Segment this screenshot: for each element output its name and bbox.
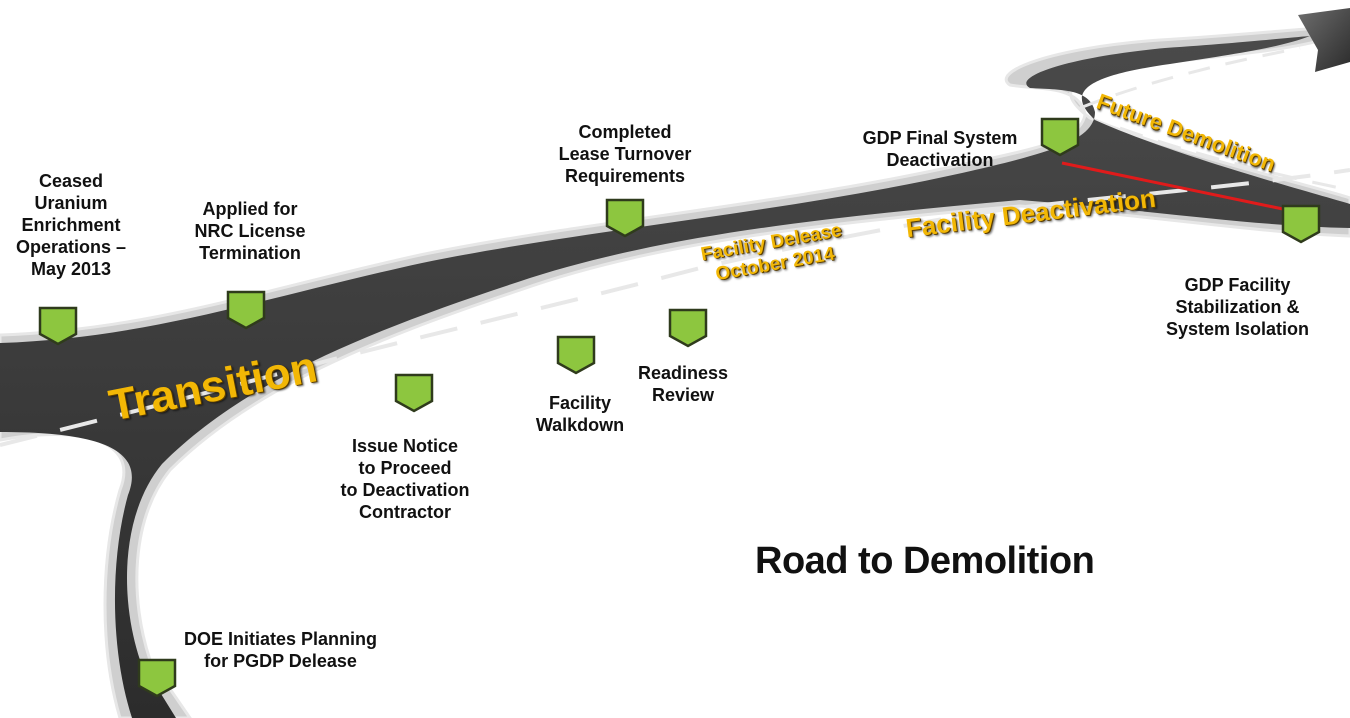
red-connector-line (1061, 161, 1303, 215)
milestone-issue-label: Issue Notice to Proceed to Deactivation … (340, 436, 470, 522)
milestone-lease-label: Completed Lease Turnover Requirements (558, 122, 692, 186)
milestone-final-label: GDP Final System Deactivation (862, 128, 1018, 170)
road-center-dashes (0, 168, 1350, 447)
milestone-marker-issue (394, 373, 434, 413)
milestone-readiness-label: Readiness Review (637, 363, 729, 405)
diagram-title: Road to Demolition (755, 540, 1095, 582)
milestone-marker-walkdown (556, 335, 596, 375)
milestone-marker-readiness (668, 308, 708, 348)
milestone-applied-label: Applied for NRC License Termination (194, 199, 306, 263)
road-center-dashes-upper (1079, 46, 1301, 110)
milestone-ceased-label: Ceased Uranium Enrichment Operations – M… (15, 171, 127, 279)
milestone-walkdown-label: Facility Walkdown (535, 393, 625, 435)
road-arrow-icon (1298, 8, 1350, 72)
road (0, 26, 1350, 718)
milestone-marker-ceased (38, 306, 78, 346)
milestone-doe-label: DOE Initiates Planning for PGDP Delease (183, 629, 378, 671)
milestone-stabilization-label: GDP Facility Stabilization & System Isol… (1165, 275, 1310, 339)
milestone-marker-stabilization (1281, 204, 1321, 244)
milestone-marker-applied (226, 290, 266, 330)
road-center-dashes-curve (1119, 126, 1350, 192)
milestone-marker-doe (137, 658, 177, 698)
milestone-markers (38, 117, 1321, 698)
milestone-marker-lease (605, 198, 645, 238)
milestone-marker-final (1040, 117, 1080, 157)
